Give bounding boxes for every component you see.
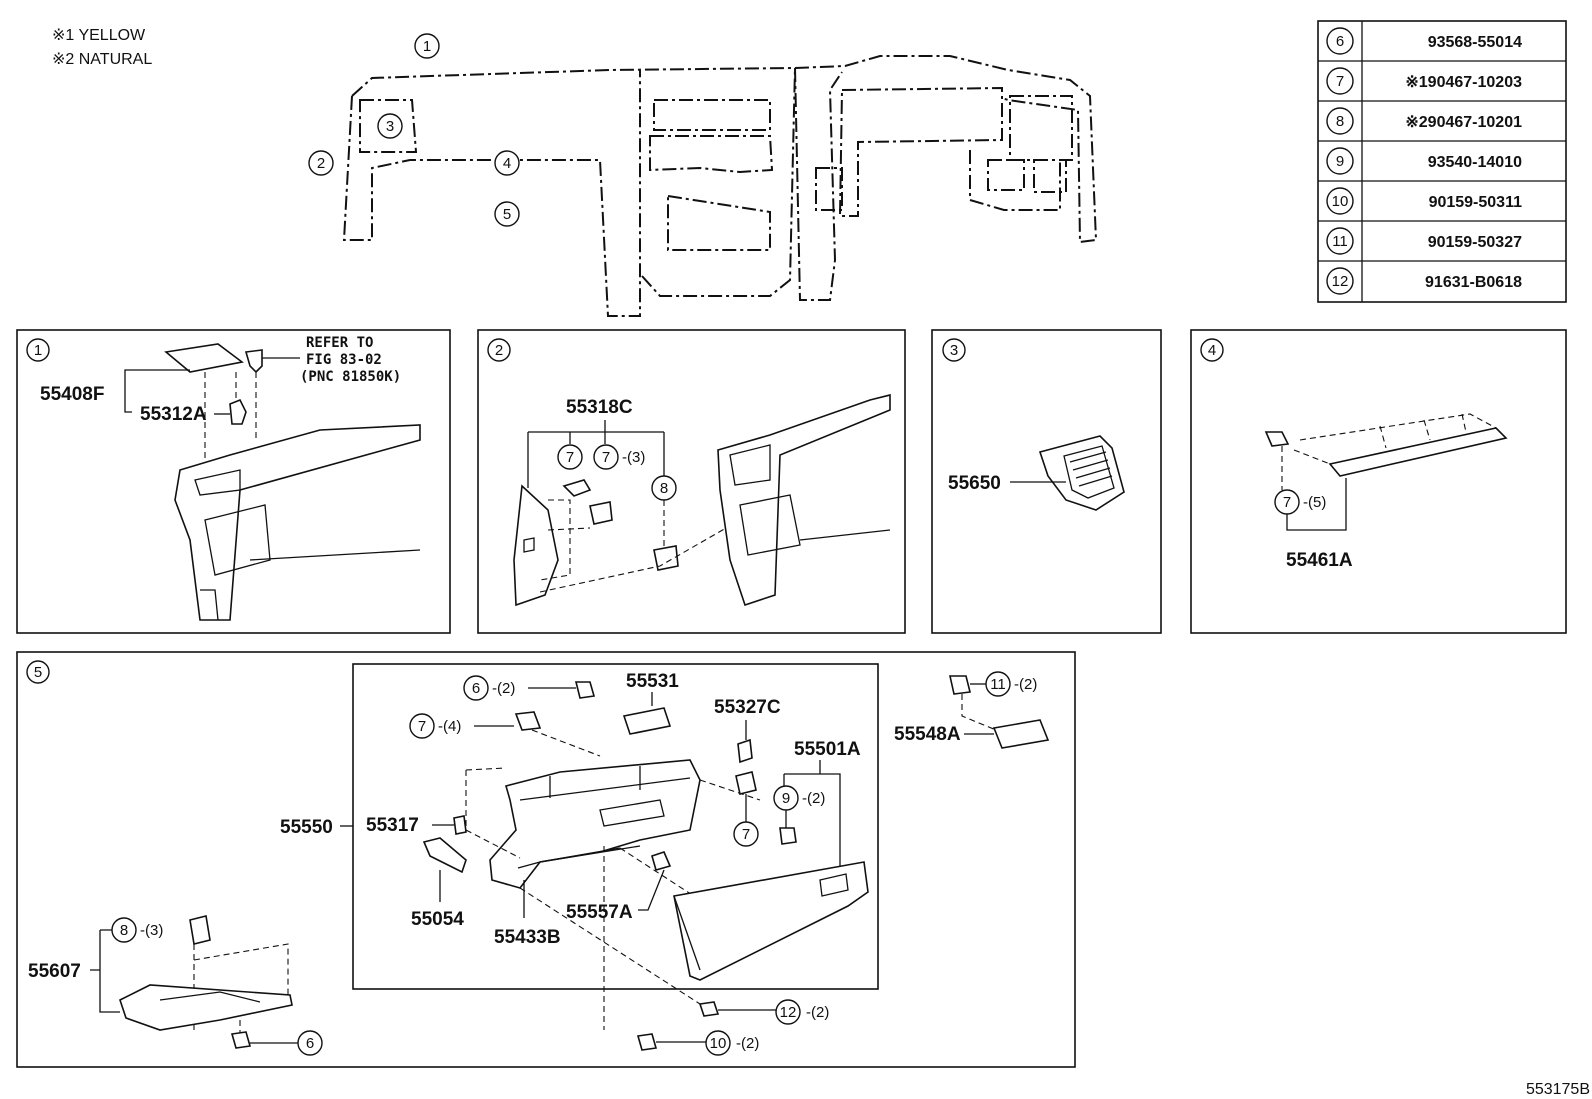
- part-55501A: 55501A: [794, 739, 861, 760]
- part-55312A: 55312A: [140, 404, 207, 425]
- table-part-11: 90159-50327: [1428, 234, 1522, 251]
- detail-3-label: 3: [950, 342, 958, 359]
- overview-callout-3: 3: [386, 118, 394, 135]
- part-55531: 55531: [626, 671, 679, 692]
- table-ref-11: 11: [1332, 233, 1348, 250]
- part-55548A: 55548A: [894, 724, 961, 745]
- d5-callout-6b: 6: [306, 1035, 314, 1052]
- detail-4-callout-7: 7: [1283, 494, 1291, 511]
- table-ref-8: 8: [1336, 113, 1344, 130]
- part-55054: 55054: [411, 909, 464, 930]
- detail-2-label: 2: [495, 342, 503, 359]
- part-55408F: 55408F: [40, 384, 104, 405]
- part-55327C: 55327C: [714, 697, 781, 718]
- detail-5-label: 5: [34, 664, 42, 681]
- d5-callout-12: 12: [780, 1004, 797, 1021]
- table-ref-7: 7: [1336, 73, 1344, 90]
- refer-line-3: (PNC 81850K): [300, 369, 401, 385]
- overview-callout-1: 1: [423, 38, 431, 55]
- detail-1-label: 1: [34, 342, 42, 359]
- detail-2-panel: 2 55318C 7 7 -(3) 8: [477, 329, 906, 634]
- parts-table: 6 7 8 9 10 11 12 93568-55014 ※190467-102…: [1317, 20, 1567, 303]
- drawing-id: 553175B: [1526, 1081, 1590, 1098]
- d5-callout-6a: 6: [472, 680, 480, 697]
- detail-4-panel: 4 7 -(5) 55461A: [1190, 329, 1567, 634]
- d5-callout-7b: 7: [742, 826, 750, 843]
- detail-1-panel: 1 REFER TO FIG 83-02 (PNC 81850K) 55408F…: [16, 329, 451, 634]
- d5-callout-7a: 7: [418, 718, 426, 735]
- d5-callout-9: 9: [782, 790, 790, 807]
- dashboard-overview: [342, 55, 1098, 317]
- d5-qty-8: -(3): [140, 922, 163, 939]
- part-55433B: 55433B: [494, 927, 561, 948]
- d5-qty-9: -(2): [802, 790, 825, 807]
- d5-qty-6a: -(2): [492, 680, 515, 697]
- detail-2-callout-7a: 7: [566, 449, 574, 466]
- overview-callout-5: 5: [503, 206, 511, 223]
- d5-qty-12: -(2): [806, 1004, 829, 1021]
- note-natural: ※2 NATURAL: [52, 51, 152, 68]
- note-yellow: ※1 YELLOW: [52, 27, 146, 44]
- table-part-7: ※190467-10203: [1405, 74, 1522, 91]
- part-55318C: 55318C: [566, 397, 633, 418]
- detail-2-qty: -(3): [622, 449, 645, 466]
- part-55317: 55317: [366, 815, 419, 836]
- part-55557A: 55557A: [566, 902, 633, 923]
- detail-4-label: 4: [1208, 342, 1216, 359]
- d5-callout-10: 10: [710, 1035, 727, 1052]
- overview-callout-4: 4: [503, 155, 511, 172]
- detail-2-callout-7b: 7: [602, 449, 610, 466]
- d5-qty-10: -(2): [736, 1035, 759, 1052]
- table-ref-6: 6: [1336, 33, 1344, 50]
- detail-3-panel: 3 55650: [931, 329, 1162, 634]
- table-part-9: 93540-14010: [1428, 154, 1522, 171]
- table-part-12: 91631-B0618: [1425, 274, 1522, 291]
- table-ref-9: 9: [1336, 153, 1344, 170]
- table-part-6: 93568-55014: [1428, 34, 1522, 51]
- part-55461A: 55461A: [1286, 550, 1353, 571]
- table-ref-12: 12: [1332, 273, 1349, 290]
- refer-line-1: REFER TO: [306, 335, 373, 351]
- d5-qty-11: -(2): [1014, 676, 1037, 693]
- overview-callout-2: 2: [317, 155, 325, 172]
- detail-2-callout-8: 8: [660, 480, 668, 497]
- overview-callouts: 1 2 3 4 5: [308, 33, 520, 227]
- refer-line-2: FIG 83-02: [306, 352, 382, 368]
- part-55650: 55650: [948, 473, 1001, 494]
- part-55550: 55550: [280, 817, 333, 838]
- table-part-8: ※290467-10201: [1405, 114, 1522, 131]
- d5-qty-7a: -(4): [438, 718, 461, 735]
- detail-5-panel: 5 6 -(2) 55531 7 -(4) 55327C 55501A 9 -(…: [16, 651, 1076, 1068]
- d5-callout-8: 8: [120, 922, 128, 939]
- table-part-10: 90159-50311: [1429, 194, 1523, 211]
- detail-4-qty: -(5): [1303, 494, 1326, 511]
- part-55607: 55607: [28, 961, 81, 982]
- d5-callout-11: 11: [990, 676, 1006, 693]
- table-ref-10: 10: [1332, 193, 1349, 210]
